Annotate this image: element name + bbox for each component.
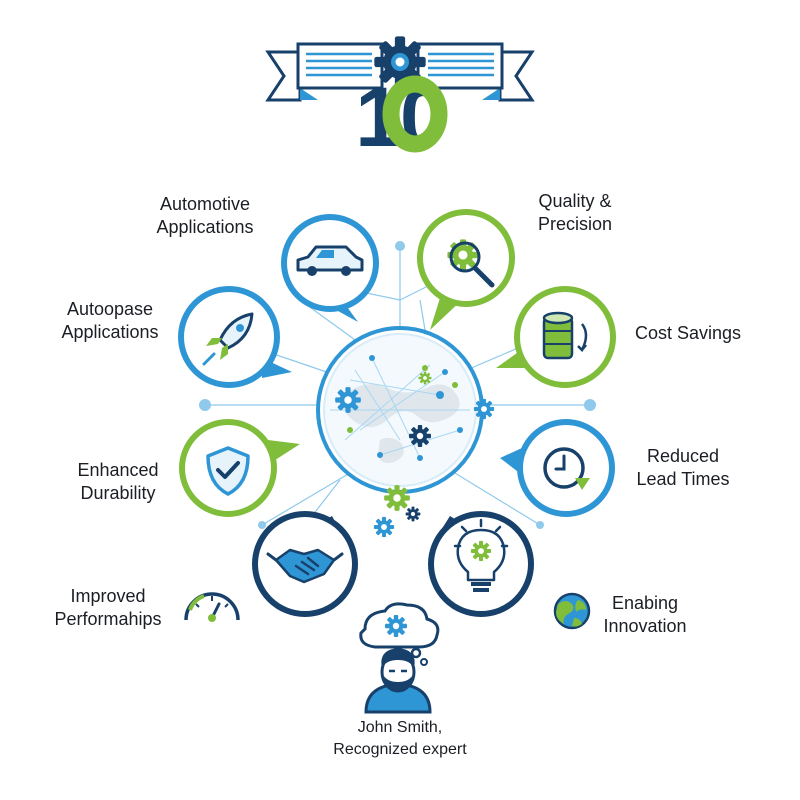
label-quality: Quality & Precision: [537, 191, 613, 234]
expert-caption: John Smith, Recognized expert: [333, 719, 467, 758]
bubble-quality: [417, 209, 515, 330]
bubble-aerospace: [178, 286, 292, 388]
expert-avatar-icon: [359, 602, 440, 714]
gauge-icon: [184, 592, 240, 622]
header-banner: [265, 36, 535, 102]
rocket-icon: [202, 312, 254, 366]
bubble-collaboration: [252, 511, 358, 617]
bubble-durability: [179, 419, 300, 517]
bubble-lead-times: [500, 419, 615, 517]
network-nodes: [199, 241, 596, 529]
globe-icon: [553, 592, 591, 630]
small-gears-cluster: [373, 485, 421, 538]
clock-icon: [543, 447, 590, 490]
label-performance: Improved Performahips: [54, 586, 162, 629]
lightbulb-gear-icon: [453, 518, 509, 592]
bubble-cost: [496, 286, 616, 388]
label-aerospace: Autoopase Applications: [61, 299, 159, 342]
bubble-automotive: [281, 214, 379, 322]
label-cost-savings: Cost Savings: [634, 323, 742, 343]
bubble-innovation: [428, 511, 534, 617]
header-gear-icon: [374, 36, 426, 88]
gear-magnifier-icon: [447, 239, 495, 288]
shield-check-icon: [206, 446, 250, 496]
label-lead-times: Reduced Lead Times: [636, 446, 730, 489]
label-durability: Enhanced Durability: [77, 460, 159, 503]
header-number-accent: [382, 75, 448, 153]
label-innovation: Enabing Innovation: [603, 593, 687, 636]
database-icon: [542, 311, 588, 360]
car-icon: [296, 245, 364, 276]
handshake-icon: [266, 548, 344, 584]
central-globe: [316, 326, 495, 494]
label-automotive: Automotive Applications: [156, 194, 254, 237]
